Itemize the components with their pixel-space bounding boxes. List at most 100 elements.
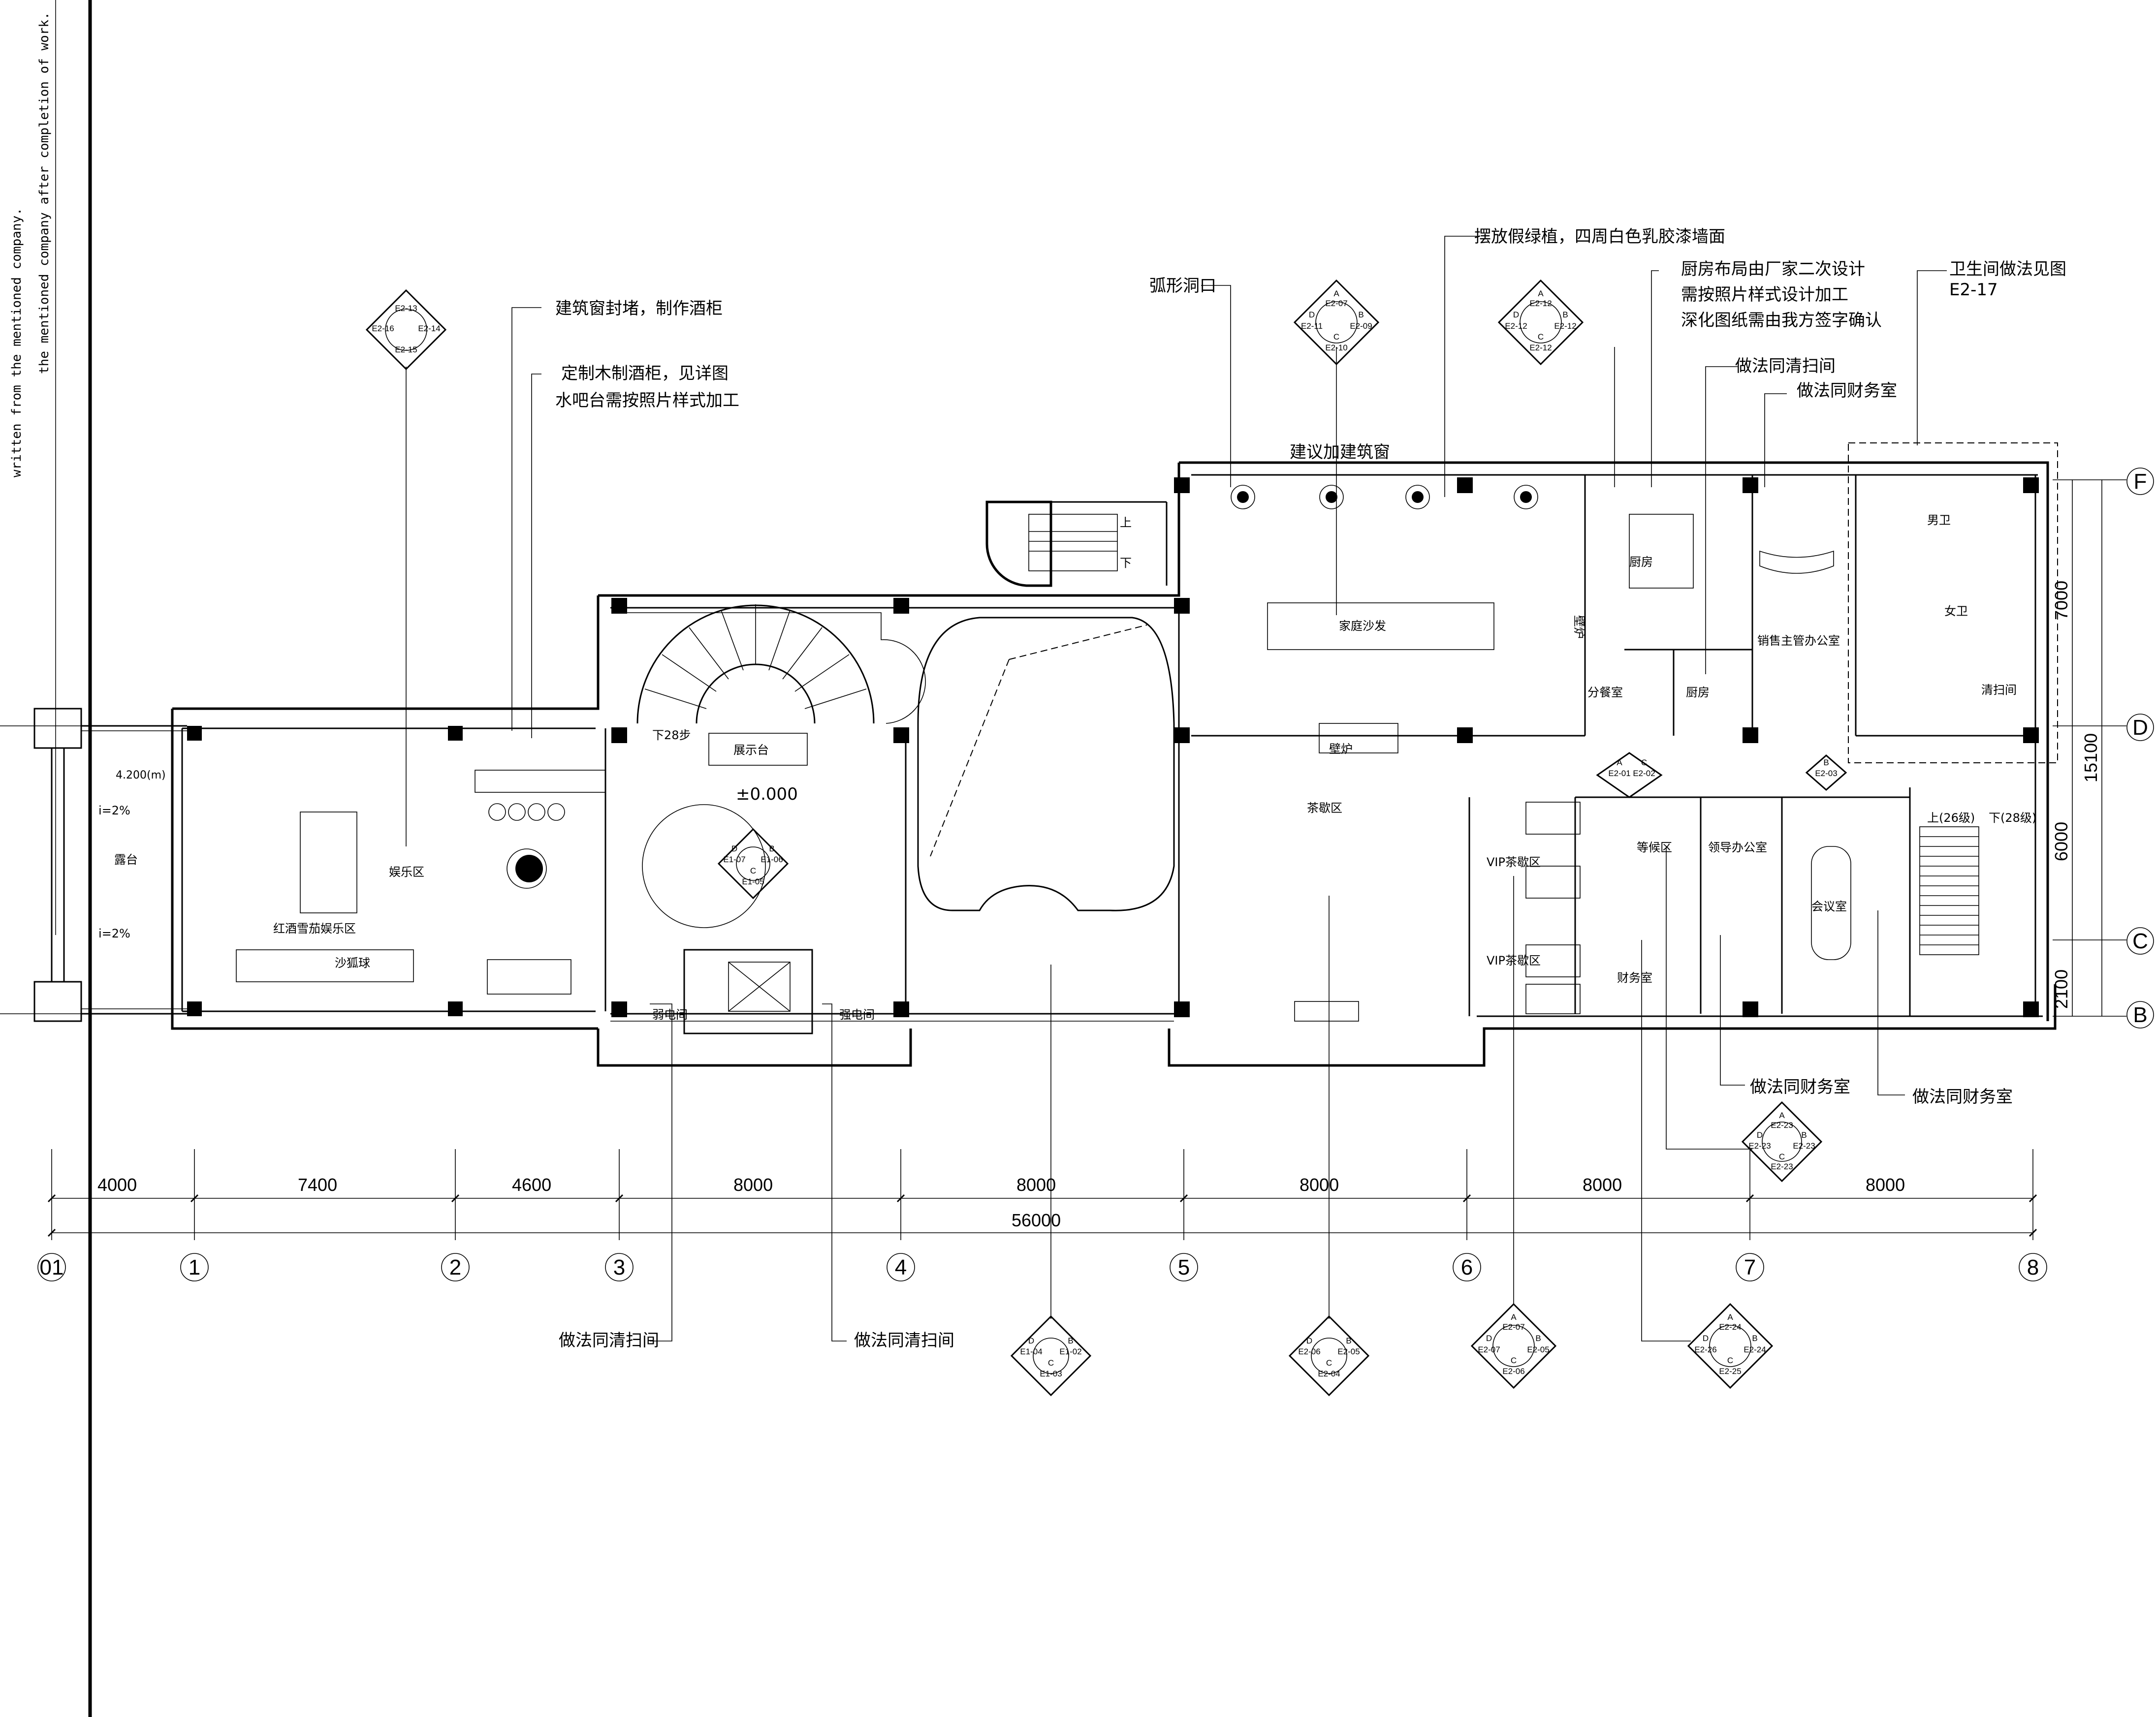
tag4-c-ref: E1-05 xyxy=(742,877,764,886)
dim-seg-6: 8000 xyxy=(1300,1175,1339,1195)
elevation-tag-1: E2-13 E2-16 E2-14 E2-15 xyxy=(365,289,447,371)
strong-elec-label: 强电间 xyxy=(839,1008,875,1022)
down-steps-label: 下28步 xyxy=(652,728,691,742)
tag10-a: A xyxy=(1511,1312,1517,1322)
tag11-a-ref: E2-24 xyxy=(1719,1322,1741,1332)
dim-seg-3: 4600 xyxy=(512,1175,551,1195)
tag2-a-ref: E2-07 xyxy=(1325,299,1347,308)
wine-cigar-label: 红酒雪茄娱乐区 xyxy=(273,922,356,936)
tag5-a-ref: E2-01 xyxy=(1608,769,1630,778)
tag2-d-ref: E2-11 xyxy=(1301,321,1323,331)
entertainment-label: 娱乐区 xyxy=(389,865,424,879)
tag5-c-ref: E2-02 xyxy=(1633,769,1655,778)
up-stairs-label: 上(26级) xyxy=(1927,811,1975,825)
axis-5: 5 xyxy=(1178,1255,1190,1280)
tag9-b: B xyxy=(1346,1336,1351,1345)
tag10-a-ref: E2-07 xyxy=(1502,1322,1524,1332)
tag2-a: A xyxy=(1333,289,1339,298)
tag6-b-ref: E2-03 xyxy=(1815,769,1837,778)
kitchen-label: 厨房 xyxy=(1629,555,1653,569)
tag7-a-ref: E2-23 xyxy=(1771,1121,1793,1130)
fireplace-label-2: 壁炉 xyxy=(1329,742,1353,756)
tag10-b-ref: E2-05 xyxy=(1527,1345,1549,1354)
tag1-w: E2-16 xyxy=(372,324,394,333)
building-walls xyxy=(33,461,2057,1067)
meeting-room-label: 会议室 xyxy=(1811,900,1847,913)
note-same-cleaning-b1: 做法同清扫间 xyxy=(559,1331,659,1350)
note-arch-opening: 弧形洞口 xyxy=(1149,276,1216,296)
note-wine-cabinet-2: 水吧台需按照片样式加工 xyxy=(555,391,739,410)
plant-symbols xyxy=(515,485,1538,882)
tag7-c: C xyxy=(1779,1152,1785,1161)
elevation-tag-9: D E2-06 B E2-05 C E2-04 xyxy=(1288,1315,1370,1397)
tag8-b-ref: E1-02 xyxy=(1059,1347,1081,1356)
lift-core: 弱电间 强电间 xyxy=(652,949,875,1034)
tag9-d: D xyxy=(1306,1336,1312,1345)
tag1-n: E2-13 xyxy=(395,304,417,313)
tag8-c-ref: E1-03 xyxy=(1040,1369,1062,1378)
dim-v-2: 6000 xyxy=(2051,822,2071,861)
tag3-a: A xyxy=(1538,289,1544,298)
tag8-c: C xyxy=(1048,1358,1054,1368)
tag4-b: B xyxy=(769,844,774,853)
tag5-c: C xyxy=(1641,758,1647,767)
axis-01: 01 xyxy=(40,1255,64,1280)
dim-seg-8: 8000 xyxy=(1866,1175,1905,1195)
terrace-elevation: 4.200(m) xyxy=(116,769,166,781)
axis-7: 7 xyxy=(1744,1255,1756,1280)
dim-total: 56000 xyxy=(1012,1210,1061,1230)
slope-label-2: i=2% xyxy=(98,927,130,940)
tag7-a: A xyxy=(1779,1111,1785,1120)
note-fake-plants: 摆放假绿植，四周白色乳胶漆墙面 xyxy=(1474,227,1725,247)
axis-D: D xyxy=(2132,716,2148,740)
toilet-detail-boundary xyxy=(1848,442,2058,763)
elevation-tag-8: D E1-04 B E1-02 C E1-03 xyxy=(1010,1315,1092,1397)
note-wine-cabinet-1: 定制木制酒柜，见详图 xyxy=(561,364,729,383)
tag1-s: E2-15 xyxy=(395,345,417,354)
elevation-tag-5: A E2-01 C E2-02 xyxy=(1596,752,1663,798)
tag10-d: D xyxy=(1486,1334,1492,1343)
tag2-c: C xyxy=(1333,332,1339,342)
tag3-c: C xyxy=(1538,332,1544,342)
stair-down-label: 下 xyxy=(1120,556,1132,570)
north-stair: 上 下 xyxy=(985,500,1168,587)
atrium-void: ±0.000 xyxy=(642,617,1175,928)
tag7-d-ref: E2-23 xyxy=(1748,1141,1771,1151)
vip-area-label-1: VIP茶歇区 xyxy=(1487,855,1541,869)
tag3-d-ref: E2-12 xyxy=(1505,321,1527,331)
dining-division-label: 分餐室 xyxy=(1587,686,1623,699)
family-sofa-label: 家庭沙发 xyxy=(1339,619,1386,633)
east-stair: 上(26级) 下(28级) xyxy=(1919,811,2036,955)
note-toilet-ref: E2-17 xyxy=(1949,280,1998,300)
tag3-d: D xyxy=(1513,310,1519,319)
room-labels: 露台 i=2% i=2% 4.200(m) 红酒雪茄娱乐区 沙狐球 娱乐区 家庭… xyxy=(98,513,2017,985)
axis-6: 6 xyxy=(1461,1255,1473,1280)
tag8-d-ref: E1-04 xyxy=(1020,1347,1042,1356)
elevation-tag-3: A E2-12 D E2-12 B E2-12 C E2-12 xyxy=(1497,279,1584,366)
tag3-a-ref: E2-12 xyxy=(1529,299,1552,308)
note-same-finance-top: 做法同财务室 xyxy=(1797,381,1897,401)
tag4-b-ref: E1-06 xyxy=(761,855,783,864)
tag11-c-ref: E2-25 xyxy=(1719,1367,1741,1376)
tag4-c: C xyxy=(750,866,756,875)
tag10-c-ref: E2-06 xyxy=(1502,1367,1524,1376)
dim-v-total: 15100 xyxy=(2081,733,2101,782)
elevation-tag-6: B E2-03 xyxy=(1805,754,1847,791)
axis-2: 2 xyxy=(449,1255,461,1280)
dim-seg-7: 8000 xyxy=(1583,1175,1622,1195)
cleaning-label: 清扫间 xyxy=(1981,683,2017,697)
tag10-b: B xyxy=(1535,1334,1541,1343)
row-axes: F D C B xyxy=(2112,468,2154,1029)
column-axes: 01 1 2 3 4 5 6 7 8 xyxy=(37,1253,2047,1281)
note-kitchen-2: 需按照片样式设计加工 xyxy=(1681,285,1848,305)
down-stairs-label: 下(28级) xyxy=(1989,811,2036,825)
annotation-leaders xyxy=(406,236,1947,1342)
tag3-c-ref: E2-12 xyxy=(1529,343,1552,352)
tag4-d-ref: E1-07 xyxy=(723,855,745,864)
note-same-cleaning-b2: 做法同清扫间 xyxy=(854,1331,954,1350)
note-toilet-see: 卫生间做法见图 xyxy=(1949,259,2066,279)
tag2-c-ref: E2-10 xyxy=(1325,343,1347,352)
tag2-b: B xyxy=(1358,310,1363,319)
axis-C: C xyxy=(2132,929,2148,953)
